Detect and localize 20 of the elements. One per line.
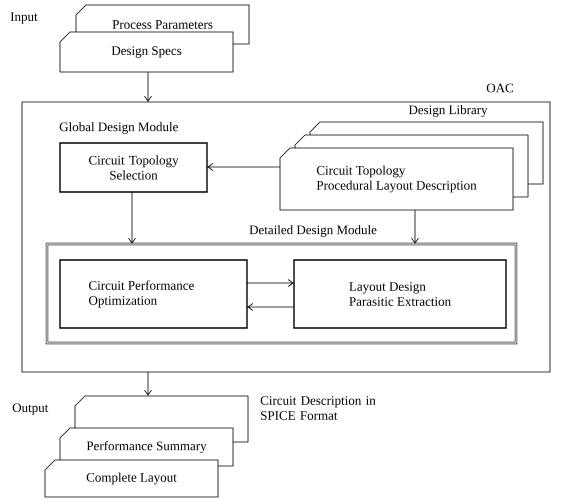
arrow (411, 210, 419, 244)
arrow (247, 303, 294, 311)
stack-label: Input (10, 12, 38, 24)
node-label: Detailed Design Module (249, 225, 376, 237)
document-card: Complete Layout (44, 460, 218, 498)
arrow (144, 372, 152, 396)
stack-label: Output (12, 403, 48, 415)
node-label: Design Library (408, 105, 488, 117)
arrow (246, 279, 294, 287)
process-box: Layout Design Parasitic Extraction (293, 259, 507, 329)
arrow (207, 163, 280, 171)
node-label: Circuit Description in SPICE Format (260, 396, 376, 420)
process-box: Circuit Performance Optimization (59, 259, 248, 329)
process-box: Global Design Module Circuit Topology Selection (58, 121, 208, 193)
node-label: OAC (486, 84, 514, 92)
document-stack: Design Library Circuit Topology Procedural Layout Description (280, 104, 544, 210)
document-card: Design Specs (60, 32, 234, 72)
arrow (128, 192, 136, 244)
arrow (144, 72, 152, 102)
node-label: Global Design Module (60, 122, 178, 134)
